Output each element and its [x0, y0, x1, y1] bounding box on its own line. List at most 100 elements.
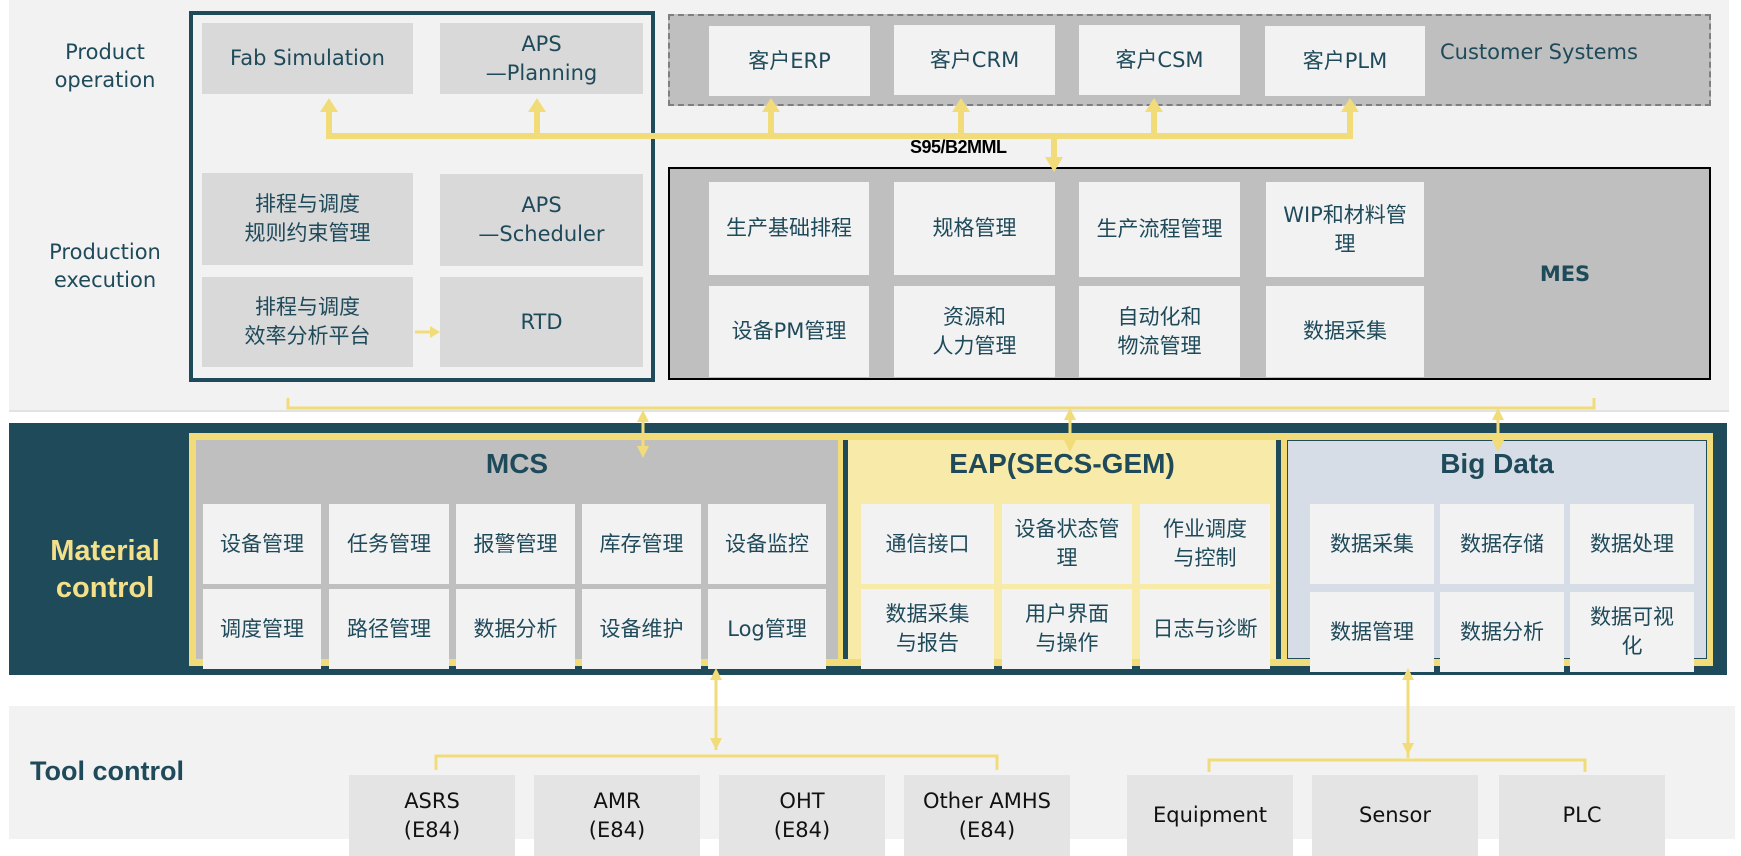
mes-item-label: 理: [1334, 231, 1356, 256]
bigdata-item[interactable]: 数据采集: [1310, 504, 1434, 584]
efficiency-platform-label-2: 效率分析平台: [244, 324, 371, 348]
mcs-title: MCS: [485, 448, 549, 479]
mcs-item[interactable]: 设备维护: [582, 589, 701, 669]
device-box[interactable]: Equipment: [1127, 775, 1293, 856]
amhs-box-label: (E84): [588, 817, 646, 842]
fab-simulation-label: Fab Simulation: [230, 46, 385, 70]
amhs-box[interactable]: ASRS(E84): [349, 775, 515, 856]
bigdata-item-label: 数据采集: [1330, 531, 1414, 556]
eap-item-label: 与控制: [1173, 546, 1237, 570]
eap-item-label: 日志与诊断: [1152, 616, 1258, 641]
bigdata-item[interactable]: 数据可视化: [1570, 592, 1694, 672]
mes-item[interactable]: 规格管理: [894, 182, 1055, 275]
aps-planning-box[interactable]: APS —Planning: [440, 23, 643, 94]
label-text: Tool control: [30, 756, 184, 786]
bigdata-item-label: 数据存储: [1460, 531, 1544, 556]
mcs-item[interactable]: 设备监控: [708, 504, 826, 584]
mcs-item-label: 任务管理: [347, 531, 431, 556]
customer-crm-box[interactable]: 客户CRM: [894, 25, 1055, 95]
mcs-item-label: 库存管理: [599, 531, 684, 556]
amhs-box-label: AMR: [593, 788, 641, 813]
eap-item-label: 与报告: [896, 631, 959, 655]
mes-item[interactable]: WIP和材料管 理: [1266, 182, 1424, 277]
rtd-label: RTD: [520, 309, 563, 334]
mes-item[interactable]: 资源和 人力管理: [894, 286, 1055, 377]
customer-crm-label: 客户CRM: [929, 47, 1020, 72]
efficiency-platform-box[interactable]: 排程与调度 效率分析平台: [202, 277, 413, 367]
rtd-box[interactable]: RTD: [440, 277, 643, 367]
mcs-item[interactable]: 设备管理: [203, 504, 321, 584]
mcs-item[interactable]: 数据分析: [456, 589, 575, 669]
eap-item[interactable]: 用户界面与操作: [1002, 589, 1132, 669]
eap-item-label: 设备状态管: [1014, 517, 1120, 541]
mcs-item[interactable]: 报警管理: [456, 504, 575, 584]
amhs-box[interactable]: AMR (E84): [534, 775, 700, 856]
fab-simulation-box[interactable]: Fab Simulation: [202, 23, 413, 94]
bigdata-title: Big Data: [1440, 448, 1554, 479]
mes-item[interactable]: 数据采集: [1266, 286, 1424, 377]
mcs-item-label: 调度管理: [220, 616, 304, 641]
bigdata-item[interactable]: 数据处理: [1570, 504, 1694, 584]
aps-scheduler-label-2: —Scheduler: [478, 222, 605, 246]
eap-title: EAP(SECS-GEM): [949, 448, 1175, 479]
mcs-item[interactable]: 路径管理: [329, 589, 449, 669]
eap-item-label: 理: [1056, 546, 1078, 570]
mcs-item[interactable]: 任务管理: [329, 504, 449, 584]
customer-systems-title: Customer Systems: [1440, 40, 1638, 64]
mcs-item-label: 路径管理: [347, 616, 431, 641]
eap-item-label: 用户界面: [1025, 602, 1109, 626]
mes-item-label: 设备PM管理: [731, 319, 847, 343]
bigdata-item[interactable]: 数据分析: [1440, 592, 1564, 672]
aps-planning-label-2: —Planning: [485, 60, 598, 85]
aps-planning-label-1: APS: [521, 31, 562, 56]
eap-item[interactable]: 数据采集与报告: [861, 589, 994, 669]
mes-item-label: 生产流程管理: [1096, 217, 1223, 241]
mcs-item-label: 设备维护: [599, 616, 684, 641]
mcs-item-label: 数据分析: [473, 616, 558, 641]
mcs-item[interactable]: 库存管理: [582, 504, 701, 584]
mcs-item-label: 报警管理: [473, 531, 558, 556]
customer-plm-label: 客户PLM: [1302, 48, 1388, 73]
mes-item[interactable]: 生产基础排程: [709, 182, 869, 275]
device-box-label: PLC: [1562, 803, 1602, 827]
rule-constraint-box[interactable]: 排程与调度 规则约束管理: [202, 173, 413, 265]
mes-item-label: 规格管理: [932, 216, 1017, 240]
mes-item[interactable]: 生产流程管理: [1079, 182, 1240, 277]
customer-plm-box[interactable]: 客户PLM: [1265, 26, 1425, 96]
eap-item-label: 作业调度: [1163, 517, 1247, 541]
mcs-item[interactable]: Log管理: [708, 589, 826, 669]
label-text: Product operation: [54, 40, 156, 92]
bigdata-item[interactable]: 数据存储: [1440, 504, 1564, 584]
rule-constraint-label-2: 规则约束管理: [244, 221, 371, 245]
device-box[interactable]: PLC: [1499, 775, 1665, 856]
aps-scheduler-label-1: APS: [521, 193, 562, 217]
customer-erp-box[interactable]: 客户ERP: [709, 26, 870, 96]
amhs-box[interactable]: OHT(E84): [719, 775, 885, 856]
eap-item-label: 通信接口: [885, 531, 970, 556]
customer-csm-box[interactable]: 客户CSM: [1079, 25, 1240, 95]
bigdata-item-label: 化: [1621, 634, 1643, 658]
mes-item-label: 生产基础排程: [726, 216, 852, 240]
mes-item[interactable]: 自动化和 物流管理: [1079, 286, 1240, 377]
amhs-box[interactable]: Other AMHS(E84): [904, 775, 1070, 856]
eap-item-label: 数据采集: [885, 602, 970, 626]
label-material-control: Material control: [30, 533, 180, 607]
bigdata-item-label: 数据分析: [1460, 619, 1544, 644]
device-box-label: Sensor: [1359, 803, 1431, 827]
bigdata-item-label: 数据可视: [1590, 605, 1674, 629]
aps-scheduler-box[interactable]: APS —Scheduler: [440, 174, 643, 266]
mes-item-label: 自动化和: [1117, 304, 1202, 329]
mes-item-label: 数据采集: [1303, 319, 1387, 343]
bigdata-item[interactable]: 数据管理: [1310, 592, 1434, 672]
eap-item[interactable]: 日志与诊断: [1140, 589, 1270, 669]
eap-item-label: 与操作: [1035, 631, 1099, 655]
mcs-item[interactable]: 调度管理: [203, 589, 321, 669]
amhs-box-label: (E84): [773, 817, 831, 842]
mes-item[interactable]: 设备PM管理: [709, 286, 869, 377]
amhs-box-label: Other AMHS: [923, 788, 1051, 813]
mcs-item-label: 设备监控: [725, 531, 809, 556]
eap-item[interactable]: 作业调度与控制: [1140, 504, 1270, 584]
eap-item[interactable]: 通信接口: [861, 504, 994, 584]
device-box[interactable]: Sensor: [1312, 775, 1478, 856]
eap-item[interactable]: 设备状态管理: [1002, 504, 1132, 584]
